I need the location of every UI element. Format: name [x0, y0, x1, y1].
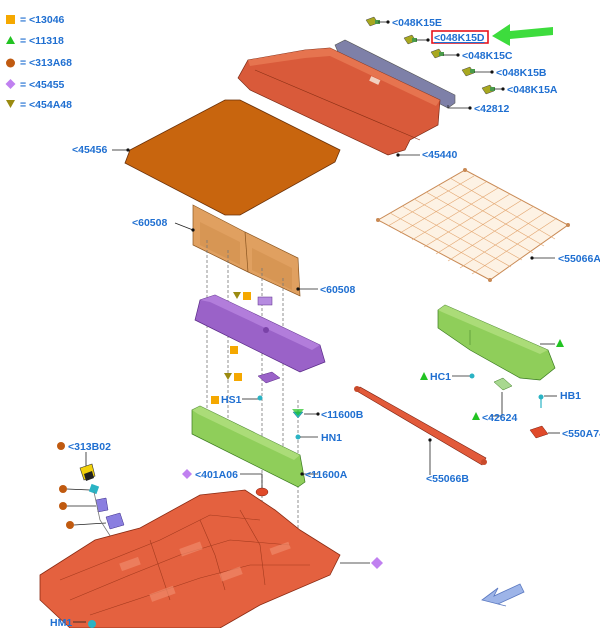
fastener-hm1-icon — [88, 620, 96, 628]
bracket-550a74[interactable] — [529, 425, 549, 439]
fastener-hn1-icon — [295, 434, 301, 440]
label-hn1[interactable]: HN1 — [321, 432, 342, 444]
marker-313a68-icon — [66, 521, 74, 529]
label-55066b[interactable]: <55066B — [426, 473, 469, 485]
floor-pan-part[interactable] — [39, 489, 341, 628]
seat-back-panel-part[interactable] — [192, 204, 301, 297]
luggage-cover-assembly — [237, 39, 456, 156]
right-trim-panel-part[interactable] — [437, 304, 556, 381]
label-048k15a[interactable]: <048K15A — [507, 84, 558, 96]
clip-048k15c[interactable] — [430, 48, 444, 59]
marker-45455-icon — [182, 469, 192, 479]
marker-313a68-icon — [59, 502, 67, 510]
label-45440[interactable]: <45440 — [422, 149, 457, 161]
legend-square-icon — [6, 15, 15, 24]
label-42812[interactable]: <42812 — [474, 103, 509, 115]
cargo-bar-part[interactable] — [354, 386, 487, 466]
label-550a74[interactable]: <550A74 — [562, 428, 600, 440]
marker-11318-icon — [472, 412, 480, 420]
grommet-401a06[interactable] — [255, 487, 269, 497]
legend-item-13046[interactable]: = <13046 — [20, 14, 65, 26]
cargo-net-part[interactable] — [376, 168, 570, 282]
label-048k15c[interactable]: <048K15C — [462, 50, 513, 62]
legend-item-11318[interactable]: = <11318 — [20, 35, 64, 47]
small-bracket-part[interactable] — [257, 371, 281, 384]
marker-13046-icon — [243, 292, 251, 300]
green-arrow-icon — [492, 24, 553, 46]
clip-parts — [365, 16, 495, 95]
marker-11318-icon — [420, 372, 428, 380]
purple-bracket-panel-part[interactable] — [194, 294, 326, 373]
label-048k15d[interactable]: <048K15D — [434, 32, 485, 44]
legend-diamond-icon — [5, 79, 16, 89]
label-hc1[interactable]: HC1 — [430, 371, 451, 383]
label-42624[interactable]: <42624 — [482, 412, 517, 424]
marker-313a68-icon — [59, 485, 67, 493]
marker-454a48-icon — [224, 373, 232, 380]
label-313b02[interactable]: <313B02 — [68, 441, 111, 453]
bracket-42624[interactable] — [493, 377, 513, 391]
marker-45455-icon — [371, 557, 383, 569]
legend-item-45455[interactable]: = <45455 — [20, 79, 65, 91]
legend-item-454a48[interactable]: = <454A48 — [20, 99, 72, 111]
label-60508-bottom[interactable]: <60508 — [320, 284, 355, 296]
clip-048k15b[interactable] — [461, 66, 475, 77]
label-45456[interactable]: <45456 — [72, 144, 107, 156]
label-hm1[interactable]: HM1 — [50, 617, 72, 628]
clip-048k15e[interactable] — [365, 16, 380, 27]
legend-item-313a68[interactable]: = <313A68 — [20, 57, 72, 69]
green-trim-panel-part[interactable] — [191, 405, 306, 488]
wiring-clips-part[interactable] — [88, 483, 125, 546]
label-401a06[interactable]: <401A06 — [195, 469, 238, 481]
clip-048k15a[interactable] — [481, 84, 495, 95]
load-floor-part[interactable] — [124, 99, 341, 216]
marker-454a48-icon — [233, 292, 241, 299]
label-11600b[interactable]: <11600B — [321, 409, 364, 421]
marker-13046-icon — [234, 373, 242, 381]
marker-13046-icon — [230, 346, 238, 354]
legend-triangle-icon — [6, 36, 15, 44]
marker-313a68-icon — [57, 442, 65, 450]
marker-13046-icon — [211, 396, 219, 404]
clip-313b02[interactable] — [79, 463, 96, 481]
label-hs1[interactable]: HS1 — [221, 394, 242, 406]
legend-circle-icon — [6, 58, 15, 68]
legend-triangle-down-icon — [6, 100, 15, 108]
highlight-box — [431, 30, 489, 44]
marker-11318-icon — [556, 339, 564, 347]
nav-arrow-icon[interactable] — [481, 583, 525, 607]
clip-11600b[interactable] — [292, 409, 304, 419]
clip-048k15d[interactable] — [403, 34, 417, 45]
label-60508-top[interactable]: <60508 — [132, 217, 167, 229]
fastener-hb1-icon — [538, 394, 544, 400]
legend: = <13046 = <11318 = <313A68 = <45455 = <… — [5, 14, 72, 111]
label-hb1[interactable]: HB1 — [560, 390, 581, 402]
label-55066a[interactable]: <55066A — [558, 253, 600, 265]
label-048k15b[interactable]: <048K15B — [496, 67, 547, 79]
label-11600a[interactable]: <11600A — [305, 469, 348, 481]
label-048k15e[interactable]: <048K15E — [392, 17, 442, 29]
